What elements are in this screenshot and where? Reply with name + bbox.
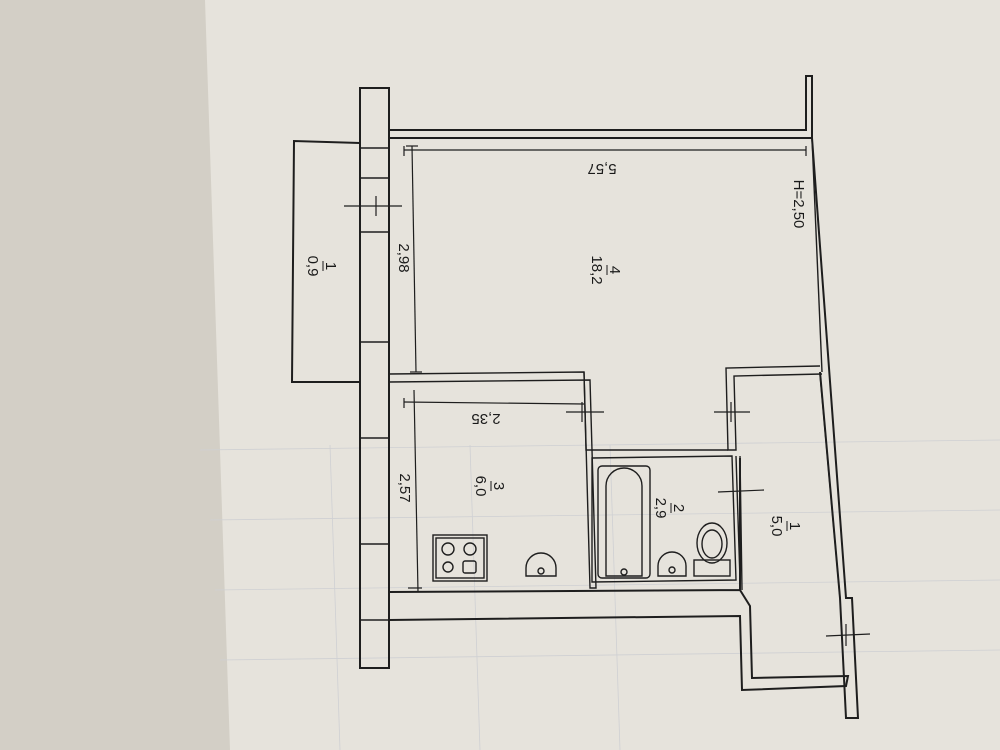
room-label-living: 4 18,2: [588, 255, 623, 284]
dimension-living-width: 2,98: [395, 243, 412, 272]
dimension-lines: [344, 145, 871, 646]
dimension-kitchen-width: 2,57: [396, 473, 413, 502]
wall-hallway: [739, 373, 841, 599]
dimension-kitchen-length: 2,35: [471, 410, 500, 427]
toilet-icon: [693, 522, 731, 577]
ceiling-height-note: Н=2,50: [790, 180, 807, 229]
washbasin-icon: [657, 551, 687, 577]
room-area: 2,9: [652, 498, 669, 519]
sink-icon: [525, 552, 557, 577]
room-number: 4: [606, 266, 623, 274]
room-label-balcony: 1 0,9: [304, 256, 339, 277]
wall-right: [806, 137, 860, 719]
room-label-hallway: 1 5,0: [768, 516, 803, 537]
room-number: 1: [786, 522, 803, 530]
room-label-kitchen: 3 6,0: [472, 476, 507, 497]
room-area: 6,0: [472, 476, 489, 497]
wall-top: [389, 75, 813, 139]
grid-lines: [199, 439, 1000, 750]
stove-icon: [432, 534, 488, 582]
room-labels: 1 0,9 4 18,2 3 6,0 2 2,9 1 5,0: [304, 255, 803, 536]
room-number: 3: [490, 482, 507, 490]
room-area: 5,0: [768, 516, 785, 537]
paper-sheet: [205, 0, 1000, 750]
dimension-living-length: 5,57: [587, 160, 616, 177]
walls: [359, 75, 860, 719]
room-label-bathroom: 2 2,9: [652, 498, 687, 519]
dimension-labels: 5,57 2,98 2,35 2,57 Н=2,50: [395, 160, 807, 503]
wall-living-hallway: [725, 365, 823, 451]
wall-kitchen: [583, 371, 597, 589]
room-area: 0,9: [304, 256, 321, 277]
room-number: 1: [322, 262, 339, 270]
exterior-wall-left: [359, 87, 390, 669]
room-area: 18,2: [588, 255, 605, 284]
wall-bathroom: [591, 449, 737, 583]
room-number: 2: [670, 504, 687, 512]
balcony-outline: [290, 139, 361, 383]
wall-living-kitchen: [388, 371, 593, 451]
bathtub-icon: [597, 465, 651, 579]
